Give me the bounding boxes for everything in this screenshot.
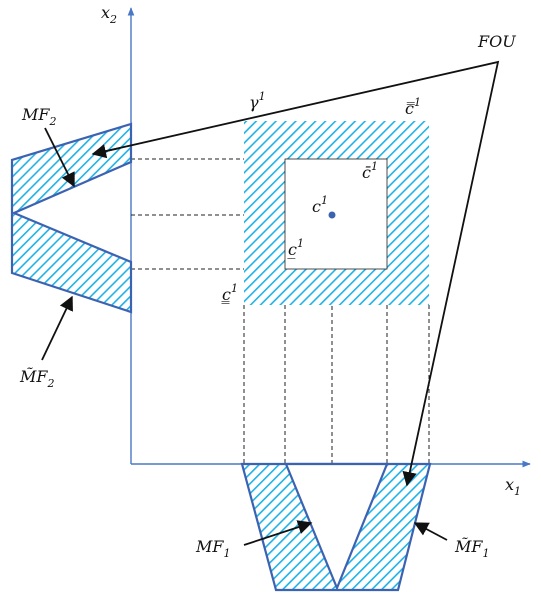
mf1-tilde-pointer xyxy=(413,522,448,541)
c-lower-inner-label: c̲1 xyxy=(287,237,304,259)
mf2-label: MF2 xyxy=(21,105,56,128)
mf2-tilde-label: M̃F2 xyxy=(19,367,54,390)
c-upper-outer-label: c̿1 xyxy=(405,96,421,118)
y-axis-label: x2 xyxy=(101,3,117,26)
fou-arrow-mf1 xyxy=(402,470,417,487)
mf1-pointer xyxy=(243,520,313,546)
c-upper-inner-label: c̄1 xyxy=(362,160,378,182)
x-axis-label: x1 xyxy=(505,475,521,498)
fou-outline xyxy=(92,60,500,486)
mf2-pointer xyxy=(44,127,75,188)
fou-region xyxy=(244,121,429,305)
mf2-shape xyxy=(10,122,133,314)
fou-arrow-mf2 xyxy=(91,144,121,159)
fou-label: FOU xyxy=(477,32,516,51)
mf2-tilde-pointer xyxy=(41,295,73,361)
c-lower-outer-label: c̳1 xyxy=(222,282,238,304)
center-point xyxy=(328,211,336,219)
gamma-label: γ1 xyxy=(249,90,266,112)
c-center-label: c1 xyxy=(312,194,328,216)
inner-rectangle xyxy=(284,158,388,270)
mf1-tilde-label: M̃F1 xyxy=(454,537,489,560)
mf1-label: MF1 xyxy=(195,537,230,560)
